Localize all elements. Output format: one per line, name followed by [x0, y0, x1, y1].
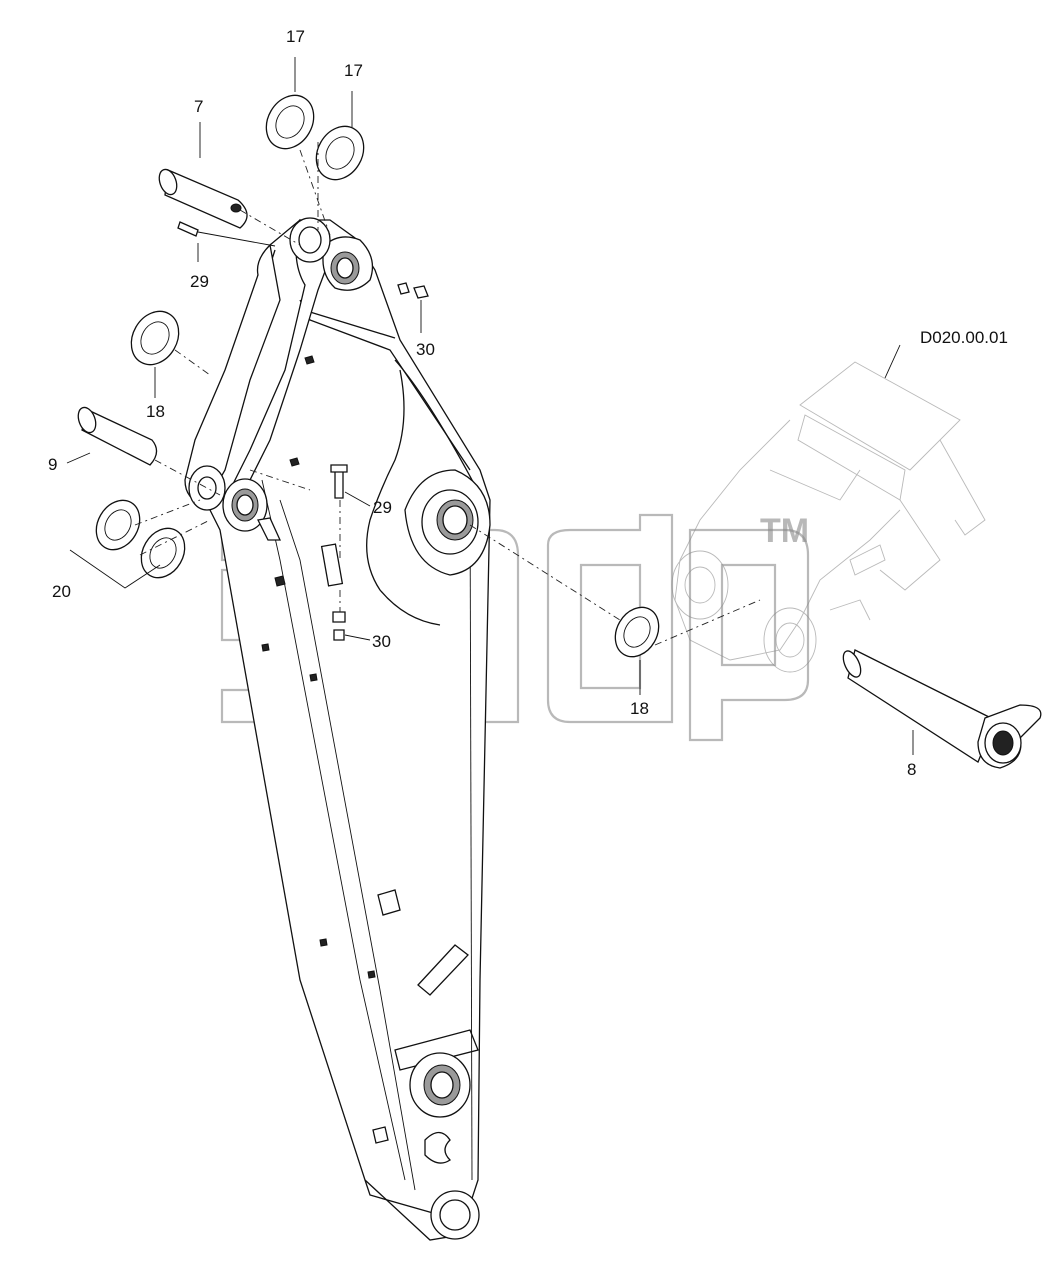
callout-29-top: 29	[190, 272, 209, 291]
callout-20: 20	[52, 582, 71, 601]
callout-29-mid: 29	[373, 498, 392, 517]
reference-code-label: D020.00.01	[920, 328, 1008, 347]
callout-17-right: 17	[344, 61, 363, 80]
callout-18-left: 18	[146, 402, 165, 421]
pin-7	[158, 168, 248, 229]
bolts-and-nuts	[177, 221, 429, 641]
arm-body	[184, 217, 491, 1241]
trademark-mark: TM	[760, 512, 809, 550]
pin-9	[77, 406, 158, 466]
callout-17-top: 17	[286, 27, 305, 46]
leader-lines	[66, 57, 914, 755]
callout-labels: 17 17 7 29 30 18 9 29 20 30 18 8 D020.00…	[48, 27, 1008, 779]
callout-30-top: 30	[416, 340, 435, 359]
callout-9: 9	[48, 455, 57, 474]
callout-30-mid: 30	[372, 632, 391, 651]
reference-bucket-ghost	[671, 361, 986, 673]
pin-8	[842, 649, 1042, 769]
callout-18-right: 18	[630, 699, 649, 718]
callout-8: 8	[907, 760, 916, 779]
callout-7: 7	[194, 97, 203, 116]
washers	[95, 94, 660, 658]
assembly-center-lines	[134, 142, 761, 646]
